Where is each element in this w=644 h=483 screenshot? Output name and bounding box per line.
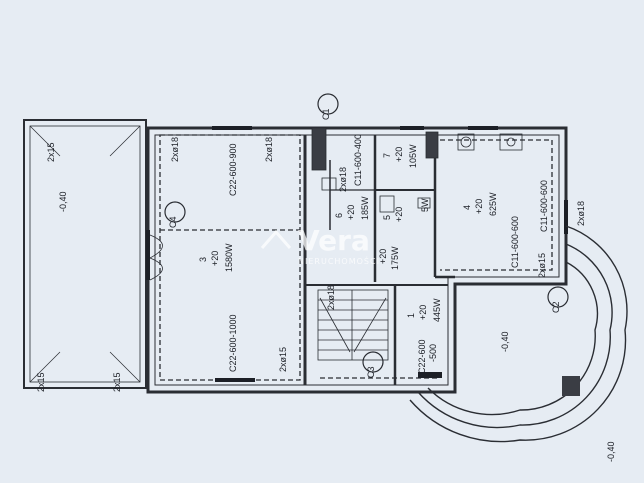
rebar-label: 2x15 — [112, 372, 122, 392]
rebar-label: 2x15 — [46, 142, 56, 162]
room-3-label: 3 +20 1580W — [198, 243, 234, 272]
rebar-label: 2xø18 — [576, 201, 586, 226]
rebar-label: 2x15 — [36, 372, 46, 392]
room-level: +20 — [210, 251, 220, 266]
watermark-brand: Vera — [298, 224, 370, 257]
beam-label-c22-600: C22-600 — [417, 339, 427, 374]
room-number: 7 — [382, 153, 392, 158]
room-area: 175W — [390, 246, 400, 270]
room-1-label: 1 +20 445W — [406, 298, 442, 322]
beam-label-c22-1000: C22-600-1000 — [228, 314, 238, 372]
beam-label-c11-600-mid: C11-600-600 — [510, 216, 520, 268]
kitchen-fixtures — [311, 127, 523, 213]
rebar-label: 2xø18 — [338, 167, 348, 192]
axis-label-c4: C4 — [168, 216, 178, 228]
level-mark: -0,40 — [500, 331, 510, 352]
room-number: 1 — [406, 313, 416, 318]
beam-label-500: -500 — [428, 344, 438, 362]
windows — [146, 126, 568, 382]
rebar-label: 2xø18 — [326, 285, 336, 310]
watermark: Vera NIERUCHOMOŚCI — [260, 224, 380, 266]
axis-label-c1: C1 — [321, 108, 331, 120]
room-level: +20 — [474, 199, 484, 214]
room-level: +20 — [346, 205, 356, 220]
room-level: +20 — [394, 207, 404, 222]
beam-label-c11-600-right: C11-600-600 — [539, 180, 549, 232]
rebar-label: 2xø15 — [278, 347, 288, 372]
beam-label-c22-900: C22-600-900 — [228, 143, 238, 196]
axis-label-c2: C2 — [551, 301, 561, 313]
room-level: +20 — [418, 305, 428, 320]
building-walls — [146, 126, 568, 394]
room-5-label: 5 +20 5W — [382, 198, 430, 222]
room-area: 105W — [408, 144, 418, 168]
room-level: +20 — [394, 147, 404, 162]
stair-hall-label: +20 175W — [378, 246, 400, 270]
room-area: 1580W — [224, 243, 234, 272]
rebar-label: 2xø15 — [537, 253, 547, 278]
room-area: 185W — [360, 196, 370, 220]
watermark-subtitle: NIERUCHOMOŚCI — [298, 255, 380, 266]
beam-label-c11-400: C11-600-400 — [353, 134, 363, 186]
room-7-label: 7 +20 105W — [382, 144, 418, 168]
room-number: 6 — [334, 213, 344, 218]
arc-terrace — [409, 225, 628, 443]
rebar-label: 2xø18 — [170, 137, 180, 162]
room-area: 445W — [432, 298, 442, 322]
room-4-label: 4 +20 625W — [462, 192, 498, 216]
room-6-label: 6 +20 185W — [334, 196, 370, 220]
level-mark: -0,40 — [606, 441, 616, 462]
axis-label-c3: C3 — [366, 366, 376, 378]
entry-door — [149, 234, 163, 281]
level-mark: -0,40 — [58, 191, 68, 212]
room-level: +20 — [378, 249, 388, 264]
axis-markers — [164, 93, 569, 373]
stairs — [317, 289, 389, 361]
room-number: 5 — [382, 215, 392, 220]
room-number: 3 — [198, 257, 208, 262]
rebar-label: 2xø18 — [264, 137, 274, 162]
terrace-outline — [23, 119, 147, 389]
room-number: 4 — [462, 205, 472, 210]
room-area: 5W — [420, 198, 430, 212]
room-area: 625W — [488, 192, 498, 216]
